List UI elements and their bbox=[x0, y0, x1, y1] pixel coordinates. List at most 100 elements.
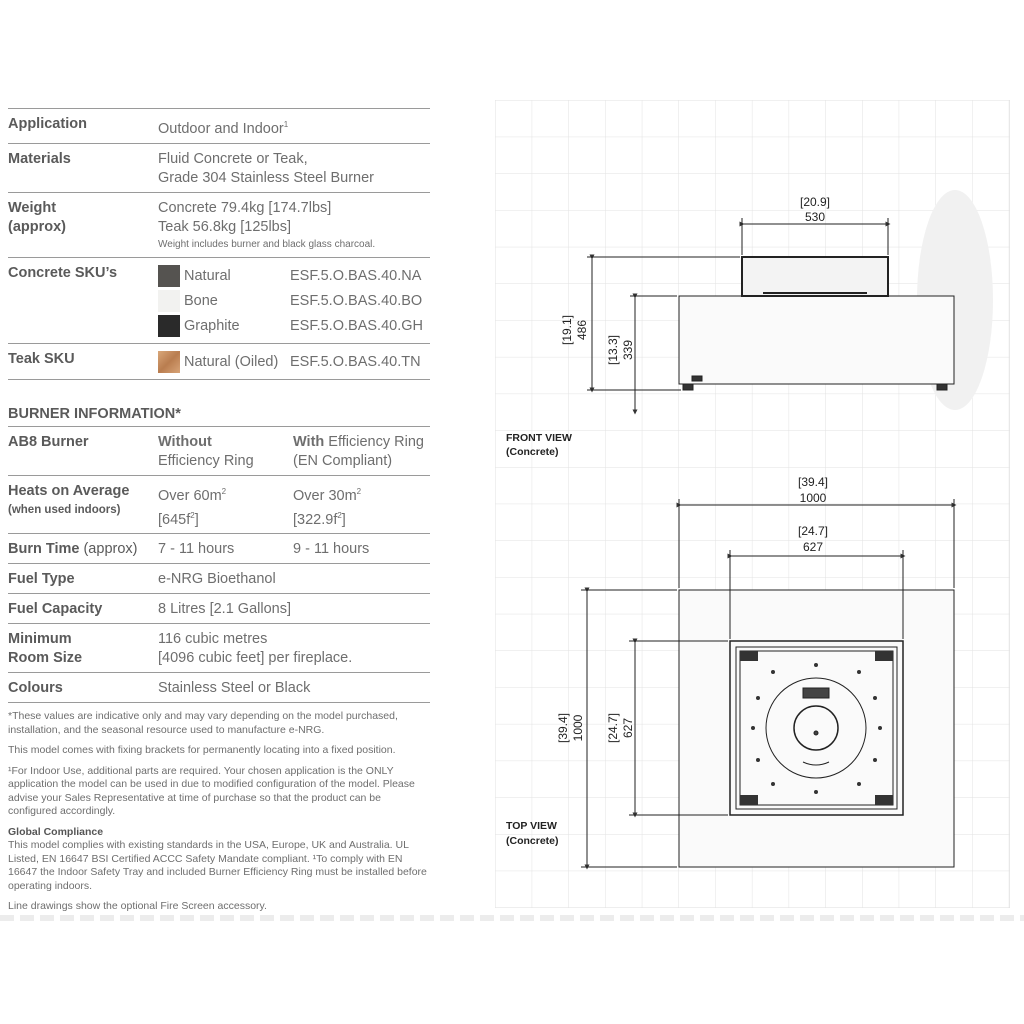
sku-item: Natural (Oiled) ESF.5.O.BAS.40.TN bbox=[158, 350, 430, 375]
sku-name: Bone bbox=[184, 292, 218, 309]
top-body bbox=[678, 589, 955, 868]
foot-left bbox=[682, 383, 694, 391]
spec-row-concrete-sku: Concrete SKU’s Natural ESF.5.O.BAS.40.NA… bbox=[8, 256, 430, 343]
spec-label: Heats on Average bbox=[8, 482, 130, 499]
spec-value: Stainless Steel or Black bbox=[158, 680, 311, 697]
dim-front-height-in: [19.1] bbox=[560, 315, 574, 345]
spec-label: Teak SKU bbox=[8, 350, 75, 367]
burner-plate bbox=[739, 650, 894, 806]
top-view-sublabel: (Concrete) bbox=[506, 835, 559, 847]
spec-row-weight: Weight (approx) Concrete 79.4kg [174.7lb… bbox=[8, 191, 430, 257]
sku-item: Graphite ESF.5.O.BAS.40.GH bbox=[158, 314, 430, 339]
burner-row-room-size: Minimum Room Size 116 cubic metres [4096… bbox=[8, 623, 430, 672]
bottom-faded-line bbox=[0, 915, 1024, 921]
burner-heading: BURNER INFORMATION* bbox=[8, 405, 181, 422]
sku-code: ESF.5.O.BAS.40.GH bbox=[290, 317, 423, 334]
spec-value: e-NRG Bioethanol bbox=[158, 571, 276, 588]
dim-front-width-mm: 530 bbox=[805, 210, 825, 224]
color-swatch-natural bbox=[158, 265, 180, 288]
sku-code: ESF.5.O.BAS.40.BO bbox=[290, 292, 423, 309]
sku-code: ESF.5.O.BAS.40.TN bbox=[290, 353, 421, 370]
dim-front-width-in: [20.9] bbox=[800, 195, 830, 209]
spec-value: Teak 56.8kg [125lbs] bbox=[158, 218, 292, 235]
front-body bbox=[678, 295, 955, 385]
footnote-values: *These values are indicative only and ma… bbox=[8, 710, 398, 736]
front-view-sublabel: (Concrete) bbox=[506, 446, 559, 458]
spec-label: Application bbox=[8, 116, 87, 132]
spec-sublabel: (when used indoors) bbox=[8, 503, 121, 516]
spec-label: Fuel Type bbox=[8, 571, 75, 588]
dim-front-height-mm: 486 bbox=[575, 320, 589, 340]
burner-row-heats: Heats on Average (when used indoors) Ove… bbox=[8, 474, 430, 534]
top-view-label: TOP VIEW bbox=[506, 820, 557, 832]
sku-name: Natural (Oiled) bbox=[184, 353, 279, 370]
spec-row-application: Application Outdoor and Indoor1 bbox=[8, 108, 430, 143]
burner-lid bbox=[802, 687, 830, 699]
spec-label: Burn Time bbox=[8, 541, 80, 558]
spec-value: Outdoor and Indoor bbox=[158, 120, 284, 137]
color-swatch-teak bbox=[158, 351, 180, 374]
spec-panel: Application Outdoor and Indoor1 Material… bbox=[8, 108, 430, 914]
spec-value: Grade 304 Stainless Steel Burner bbox=[158, 169, 375, 186]
technical-drawing: [20.9] 530 [19.1] 486 [13.3] 339 FRONT V… bbox=[494, 99, 1011, 909]
dim-top-width-mm: 1000 bbox=[800, 491, 827, 505]
spec-label: Fuel Capacity bbox=[8, 601, 103, 618]
burner-opening bbox=[793, 705, 839, 751]
fire-screen bbox=[741, 256, 889, 297]
corner-brackets bbox=[740, 651, 893, 805]
footnote-mark: 1 bbox=[283, 120, 289, 129]
plate-screws bbox=[751, 663, 882, 794]
sku-name: Graphite bbox=[184, 317, 240, 334]
front-view bbox=[587, 218, 955, 415]
dim-top-inner-h-in: [24.7] bbox=[606, 713, 620, 743]
color-swatch-graphite bbox=[158, 315, 180, 338]
spec-value: Fluid Concrete or Teak, bbox=[158, 150, 308, 167]
spec-label: (approx) bbox=[8, 218, 66, 235]
drawing-svg: [20.9] 530 [19.1] 486 [13.3] 339 FRONT V… bbox=[494, 99, 1011, 909]
compliance-text: This model complies with existing standa… bbox=[8, 839, 427, 892]
spec-row-teak-sku: Teak SKU Natural (Oiled) ESF.5.O.BAS.40.… bbox=[8, 342, 430, 380]
burner-row-colours: Colours Stainless Steel or Black bbox=[8, 672, 430, 704]
burner-row-fuel-type: Fuel Type e-NRG Bioethanol bbox=[8, 563, 430, 593]
dim-top-inner-h-mm: 627 bbox=[621, 718, 635, 738]
spec-label: Room Size bbox=[8, 650, 83, 667]
dim-top-height-in: [39.4] bbox=[556, 713, 570, 743]
col-header: Without bbox=[158, 433, 212, 450]
front-view-label: FRONT VIEW bbox=[506, 432, 572, 444]
spec-label: Materials bbox=[8, 150, 71, 167]
spec-row-materials: Materials Fluid Concrete or Teak, Grade … bbox=[8, 142, 430, 192]
footnote-line-drawings: Line drawings show the optional Fire Scr… bbox=[8, 900, 267, 913]
dim-top-height-mm: 1000 bbox=[571, 714, 585, 741]
burner-frame-inner bbox=[735, 646, 898, 810]
footnote-brackets: This model comes with fixing brackets fo… bbox=[8, 744, 396, 757]
col-header: With bbox=[293, 433, 325, 450]
spec-label: AB8 Burner bbox=[8, 433, 89, 450]
spec-value: 8 Litres [2.1 Gallons] bbox=[158, 601, 291, 618]
foot-right bbox=[936, 383, 948, 391]
burner-row-burn-time: Burn Time (approx) 7 - 11 hours 9 - 11 h… bbox=[8, 533, 430, 563]
dim-top-inner-mm: 627 bbox=[803, 540, 823, 554]
dim-front-body-mm: 339 bbox=[621, 340, 635, 360]
weight-note: Weight includes burner and black glass c… bbox=[158, 238, 376, 250]
spec-label: Minimum bbox=[8, 631, 72, 648]
sku-item: Natural ESF.5.O.BAS.40.NA bbox=[158, 264, 430, 289]
top-view bbox=[581, 499, 957, 870]
burner-lip bbox=[802, 761, 830, 766]
footnote-indoor: ¹For Indoor Use, additional parts are re… bbox=[8, 764, 415, 818]
color-swatch-bone bbox=[158, 290, 180, 313]
dim-top-inner-in: [24.7] bbox=[798, 524, 828, 538]
spec-value: Concrete 79.4kg [174.7lbs] bbox=[158, 199, 332, 216]
burner-center bbox=[813, 730, 819, 736]
burner-frame-outer bbox=[729, 640, 904, 816]
spec-label: Colours bbox=[8, 680, 63, 697]
dim-front-body-in: [13.3] bbox=[606, 335, 620, 365]
foot-marker bbox=[691, 375, 703, 382]
sku-item: Bone ESF.5.O.BAS.40.BO bbox=[158, 289, 430, 314]
burner-row-fuel-capacity: Fuel Capacity 8 Litres [2.1 Gallons] bbox=[8, 593, 430, 623]
spec-label: Concrete SKU’s bbox=[8, 264, 118, 281]
compliance-title: Global Compliance bbox=[8, 825, 104, 838]
dim-top-width-in: [39.4] bbox=[798, 475, 828, 489]
sku-name: Natural bbox=[184, 267, 231, 284]
sku-code: ESF.5.O.BAS.40.NA bbox=[290, 267, 422, 284]
